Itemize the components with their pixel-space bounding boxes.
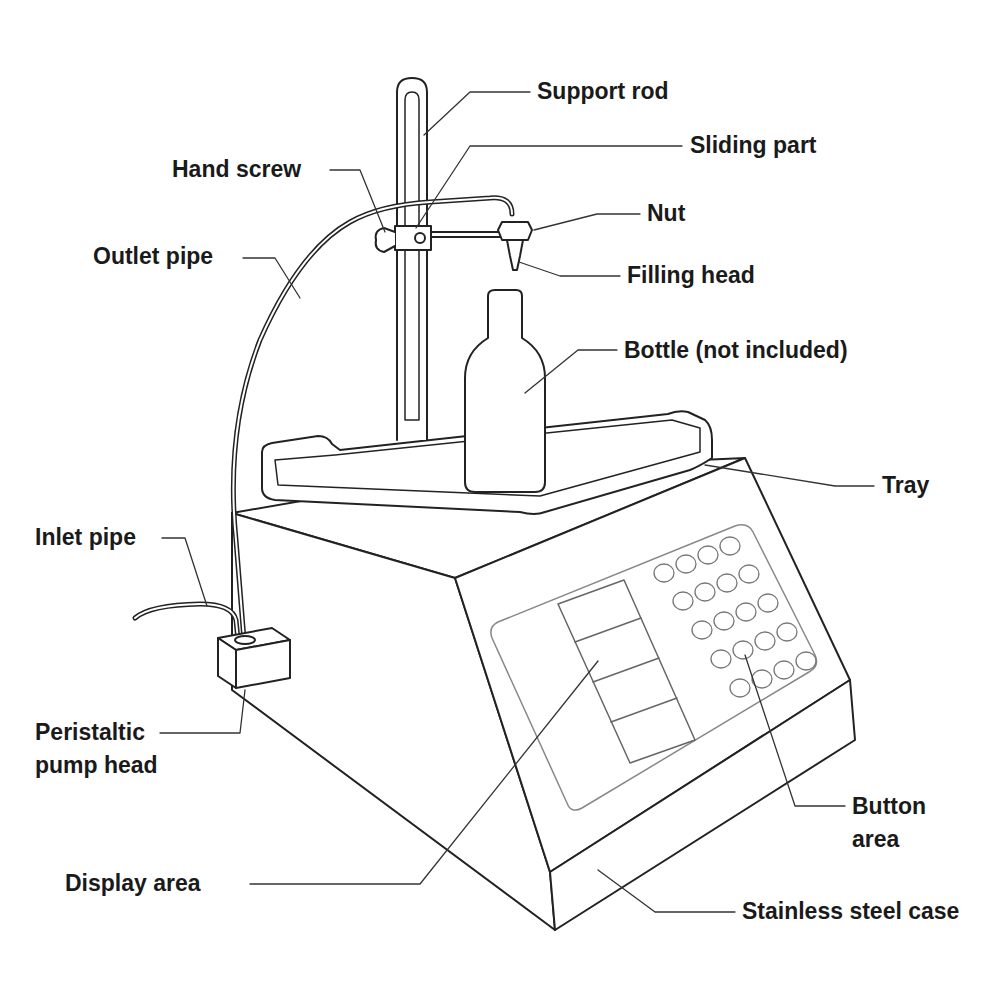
- button: [730, 679, 750, 697]
- button: [676, 555, 696, 573]
- button: [711, 650, 731, 668]
- part-label: Filling head: [627, 259, 755, 292]
- part-label: Tray: [882, 469, 929, 502]
- part-label: Inlet pipe: [35, 521, 136, 554]
- part-label: Button area: [852, 790, 962, 856]
- button: [714, 612, 734, 630]
- button: [695, 583, 715, 601]
- part-label: Sliding part: [690, 129, 817, 162]
- button: [796, 652, 816, 670]
- button: [698, 546, 718, 564]
- button: [755, 632, 775, 650]
- button: [733, 641, 753, 659]
- part-label: Stainless steel case: [742, 895, 959, 928]
- part-label: Outlet pipe: [93, 240, 213, 273]
- part-label: Nut: [647, 197, 685, 230]
- part-label: Support rod: [537, 75, 669, 108]
- button: [717, 574, 737, 592]
- button: [774, 661, 794, 679]
- button: [720, 537, 740, 555]
- part-label: Display area: [65, 867, 201, 900]
- button: [777, 623, 797, 641]
- part-label: Bottle (not included): [624, 334, 848, 367]
- button: [736, 603, 756, 621]
- button: [673, 592, 693, 610]
- button: [739, 565, 759, 583]
- part-label: Hand screw: [172, 153, 301, 186]
- part-label: Peristaltic pump head: [35, 716, 200, 782]
- button: [654, 564, 674, 582]
- button: [692, 621, 712, 639]
- button: [758, 594, 778, 612]
